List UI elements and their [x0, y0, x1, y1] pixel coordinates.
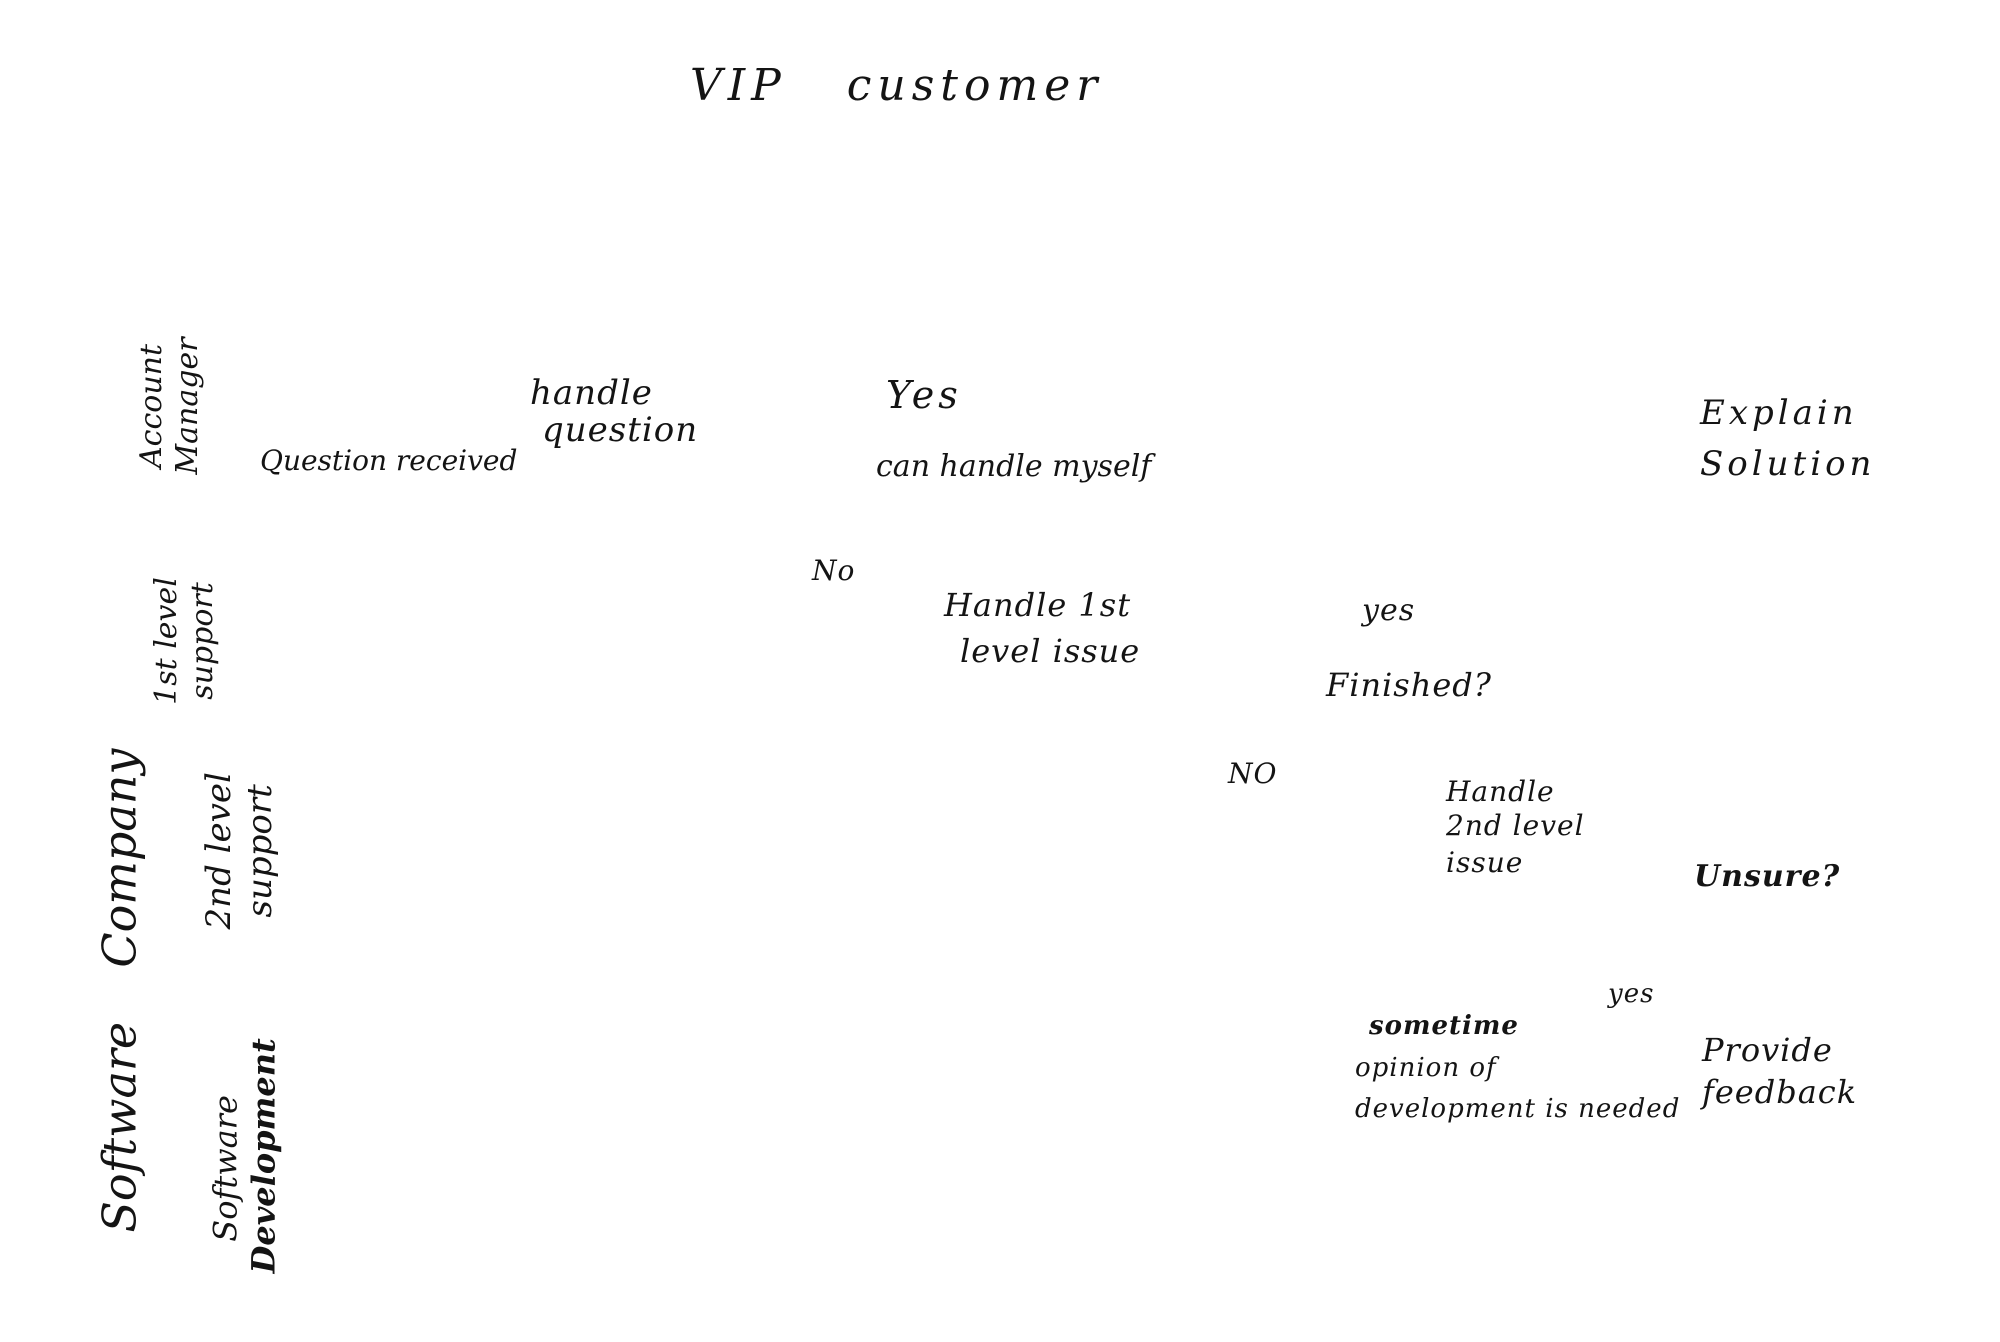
- task-explain-solution-line2: Solution: [1700, 443, 1876, 484]
- lane-label-account-manager-line2: Manager: [170, 337, 205, 475]
- lane-label-software-development-line2: Development: [245, 1038, 283, 1274]
- start-event-question-received: Question received: [260, 444, 518, 477]
- task-handle-second-level-issue: Handle 2nd level issue: [1446, 775, 1585, 880]
- task-handle-question-line2: question: [542, 409, 699, 450]
- gateway-unsure: Unsure?: [1694, 859, 1841, 894]
- task-handle-first-level-line2: level issue: [960, 632, 1141, 670]
- pool-label-software: Software: [92, 1022, 147, 1233]
- task-provide-feedback-line2: feedback: [1702, 1073, 1858, 1111]
- task-development-opinion-line3: development is needed: [1355, 1094, 1681, 1125]
- pool-label-software-text: Software: [92, 1021, 147, 1233]
- task-handle-second-level-line3: issue: [1446, 846, 1524, 880]
- task-handle-second-level-line2: 2nd level: [1446, 808, 1585, 842]
- lane-label-software-development-line1: Software: [206, 1095, 245, 1242]
- gateway-yes-label-3: yes: [1608, 979, 1655, 1009]
- lane-label-account-manager: Account Manager: [134, 326, 206, 486]
- task-handle-first-level-issue: Handle 1st level issue: [944, 585, 1140, 671]
- pool-label-company-text: Company: [92, 748, 147, 968]
- gateway-finished: Finished?: [1326, 666, 1492, 704]
- lane-label-first-level-support: 1st level support: [149, 566, 221, 716]
- task-development-opinion-line2: opinion of: [1355, 1052, 1497, 1083]
- gateway-no-label-2: NO: [1228, 757, 1278, 790]
- task-handle-second-level-line1: Handle: [1446, 775, 1555, 808]
- task-provide-feedback-line1: Provide: [1702, 1031, 1833, 1069]
- task-development-opinion-line1: sometime: [1369, 1011, 1519, 1041]
- task-handle-first-level-line1: Handle 1st: [944, 586, 1132, 624]
- task-handle-question: handle question: [530, 372, 698, 451]
- pool-label-company: Company: [92, 749, 147, 968]
- lane-label-first-level-line1: 1st level: [149, 577, 184, 705]
- task-provide-feedback: Provide feedback: [1702, 1030, 1857, 1112]
- task-development-opinion: sometime opinion of development is neede…: [1355, 1006, 1680, 1131]
- gateway-yes-label-1: Yes: [886, 373, 962, 417]
- lane-label-second-level-support: 2nd level support: [199, 756, 281, 946]
- task-explain-solution: Explain Solution: [1700, 392, 1875, 485]
- diagram-title: VIP customer: [690, 60, 1104, 111]
- lane-label-software-development: Software Development: [206, 1038, 284, 1274]
- gateway-no-label-1: No: [812, 554, 856, 587]
- task-explain-solution-line1: Explain: [1700, 393, 1858, 433]
- gateway-yes-label-2: yes: [1362, 593, 1416, 628]
- task-handle-question-line1: handle: [530, 373, 653, 413]
- lane-label-second-level-line1: 2nd level: [199, 772, 240, 930]
- lane-label-account-manager-line1: Account: [134, 343, 169, 469]
- gateway-can-handle-myself: can handle myself: [876, 449, 1152, 484]
- lane-label-second-level-line2: support: [240, 784, 280, 918]
- lane-label-first-level-line2: support: [185, 582, 220, 700]
